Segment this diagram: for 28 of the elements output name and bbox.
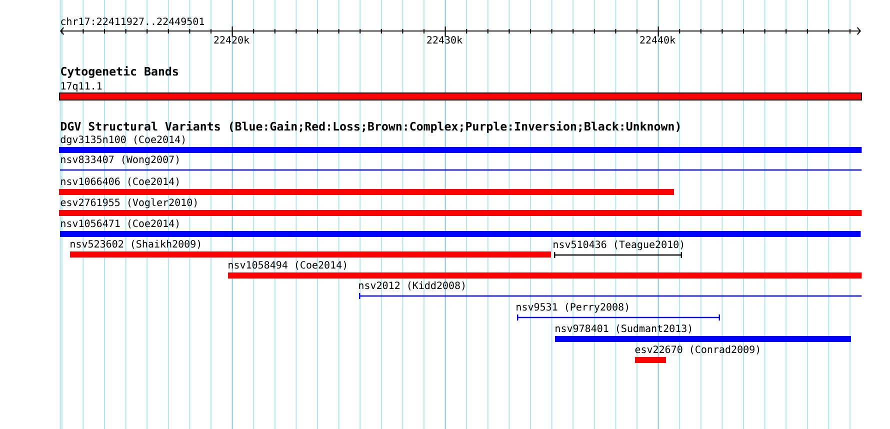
- variant-bar: nsv978401 (Sudmant2013): [555, 324, 851, 342]
- variant-line: nsv510436 (Teague2010): [553, 240, 684, 259]
- node-label: 17q11.1: [61, 82, 102, 92]
- variant-bar: nsv1056471 (Coe2014): [60, 219, 861, 237]
- variant-bar: nsv523602 (Shaikh2009): [70, 240, 551, 258]
- variant-bar: esv22670 (Conrad2009): [635, 345, 760, 363]
- tick-label: 22430k: [427, 36, 462, 44]
- variant-bar: esv2761955 (Vogler2010): [59, 198, 862, 216]
- node-label: dgv3135n100 (Coe2014): [60, 135, 185, 146]
- variant-bar: dgv3135n100 (Coe2014): [59, 135, 862, 153]
- variant-bar: nsv1058494 (Coe2014): [228, 260, 862, 278]
- node-label: nsv1056471 (Coe2014): [61, 219, 179, 228]
- track-heading: DGV Structural Variants (Blue:Gain;Red:Loss;Brown:Complex;Purple:Inversion;Black:Unknown): [60, 121, 680, 133]
- node-label: nsv523602 (Shaikh2009): [70, 240, 200, 249]
- tick-label: 22420k: [214, 36, 250, 44]
- node-label: nsv1058494 (Coe2014): [228, 260, 346, 270]
- variant-line: nsv2012 (Kidd2008): [358, 281, 862, 300]
- variant-bar: nsv1066406 (Coe2014): [59, 177, 674, 195]
- variant-line: nsv833407 (Wong2007): [60, 155, 862, 171]
- node-label: esv2761955 (Vogler2010): [60, 198, 197, 208]
- variant-line: nsv9531 (Perry2008): [516, 302, 721, 322]
- node-label: nsv1066406 (Coe2014): [61, 177, 179, 186]
- node-label: esv22670 (Conrad2009): [635, 345, 760, 354]
- track-heading: Cytogenetic Bands: [61, 66, 178, 78]
- tick-label: 22440k: [640, 36, 676, 44]
- node-label: nsv978401 (Sudmant2013): [556, 324, 692, 334]
- band-bar: 17q11.1: [59, 82, 862, 100]
- coordinate-label: chr17:22411927..22449501: [61, 17, 204, 26]
